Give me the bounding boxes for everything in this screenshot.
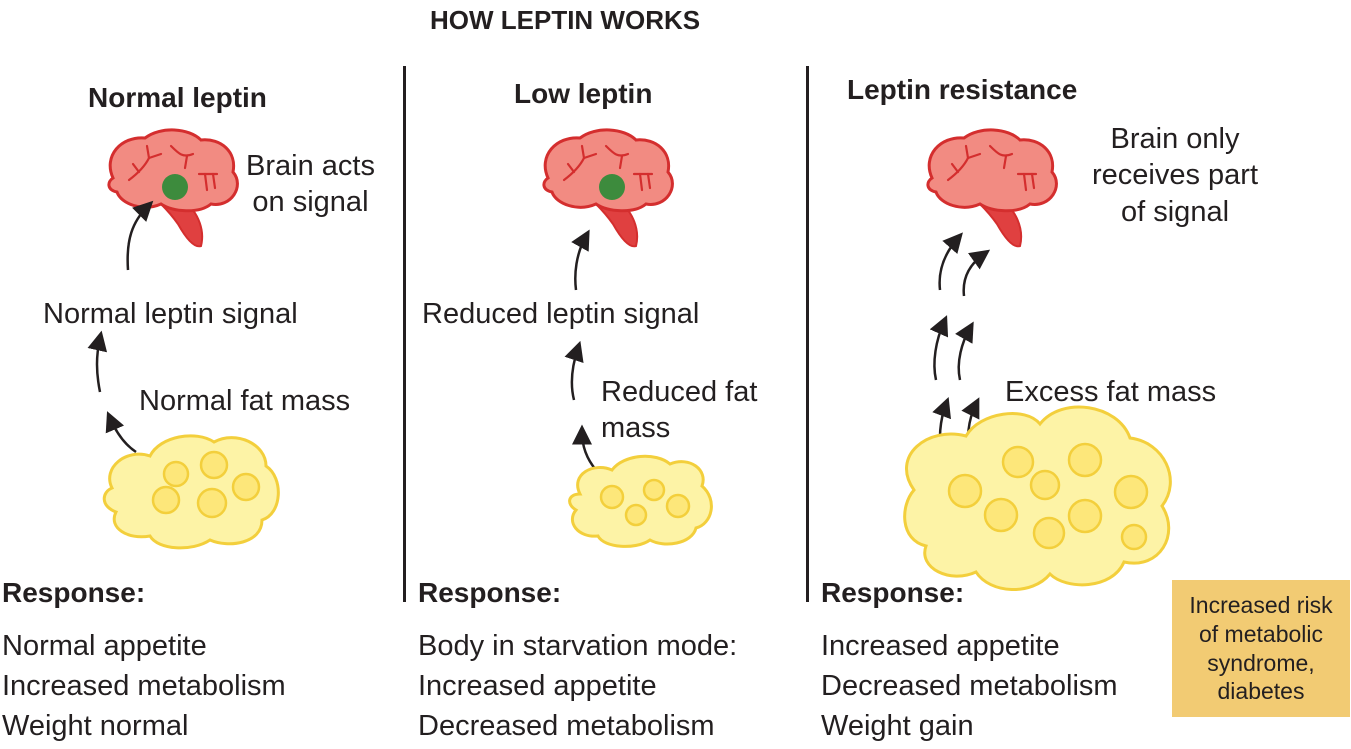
brain-label: Brain acts on signal (246, 150, 375, 219)
risk-note-box: Increased risk of metabolic syndrome, di… (1172, 580, 1350, 717)
brain-label: Brain only receives part of signal (1092, 123, 1259, 228)
risk-note-text: Increased risk of metabolic syndrome, di… (1189, 592, 1333, 705)
arrow-icon (962, 249, 991, 297)
panel-heading-leptin-resistance: Leptin resistance (847, 74, 1078, 105)
arrow-icon (572, 424, 597, 471)
response-heading: Response: (2, 577, 146, 608)
signal-label: Normal leptin signal (43, 298, 298, 330)
arrow-icon (126, 200, 154, 271)
response-heading: Response: (821, 577, 965, 608)
fat-cell-cluster-icon (903, 405, 1172, 591)
fat-cell-cluster-icon (568, 454, 713, 548)
fat-label: Excess fat mass (1005, 376, 1217, 408)
fat-label: Normal fat mass (139, 385, 351, 417)
fat-cell-cluster-icon (102, 434, 280, 550)
response-item: Decreased metabolism (418, 710, 715, 742)
arrow-icon (571, 229, 590, 291)
response-item: Weight normal (2, 710, 189, 742)
page-title: HOW LEPTIN WORKS (430, 5, 701, 35)
response-heading: Response: (418, 577, 562, 608)
arrow-icon (938, 232, 963, 291)
arrow-icon (87, 330, 108, 393)
arrow-icon (955, 321, 974, 381)
panel-divider (806, 66, 809, 602)
signal-label: Reduced leptin signal (422, 298, 700, 330)
panel-heading-low-leptin: Low leptin (514, 78, 653, 109)
fat-label: Reduced fat mass (601, 376, 758, 445)
signal-dot-icon (599, 174, 625, 200)
arrow-icon (564, 340, 584, 401)
response-item: Increased appetite (418, 670, 657, 702)
panel-divider (403, 66, 406, 602)
response-item: Increased appetite (821, 630, 1060, 662)
brain-icon (926, 128, 1058, 248)
panel-heading-normal-leptin: Normal leptin (88, 82, 267, 113)
response-item: Weight gain (821, 710, 974, 742)
response-item: Increased metabolism (2, 670, 286, 702)
response-item: Decreased metabolism (821, 670, 1118, 702)
response-item: Normal appetite (2, 630, 207, 662)
arrow-icon (929, 315, 949, 381)
response-item: Body in starvation mode: (418, 630, 738, 662)
signal-dot-icon (162, 174, 188, 200)
arrow-icon (105, 411, 137, 454)
